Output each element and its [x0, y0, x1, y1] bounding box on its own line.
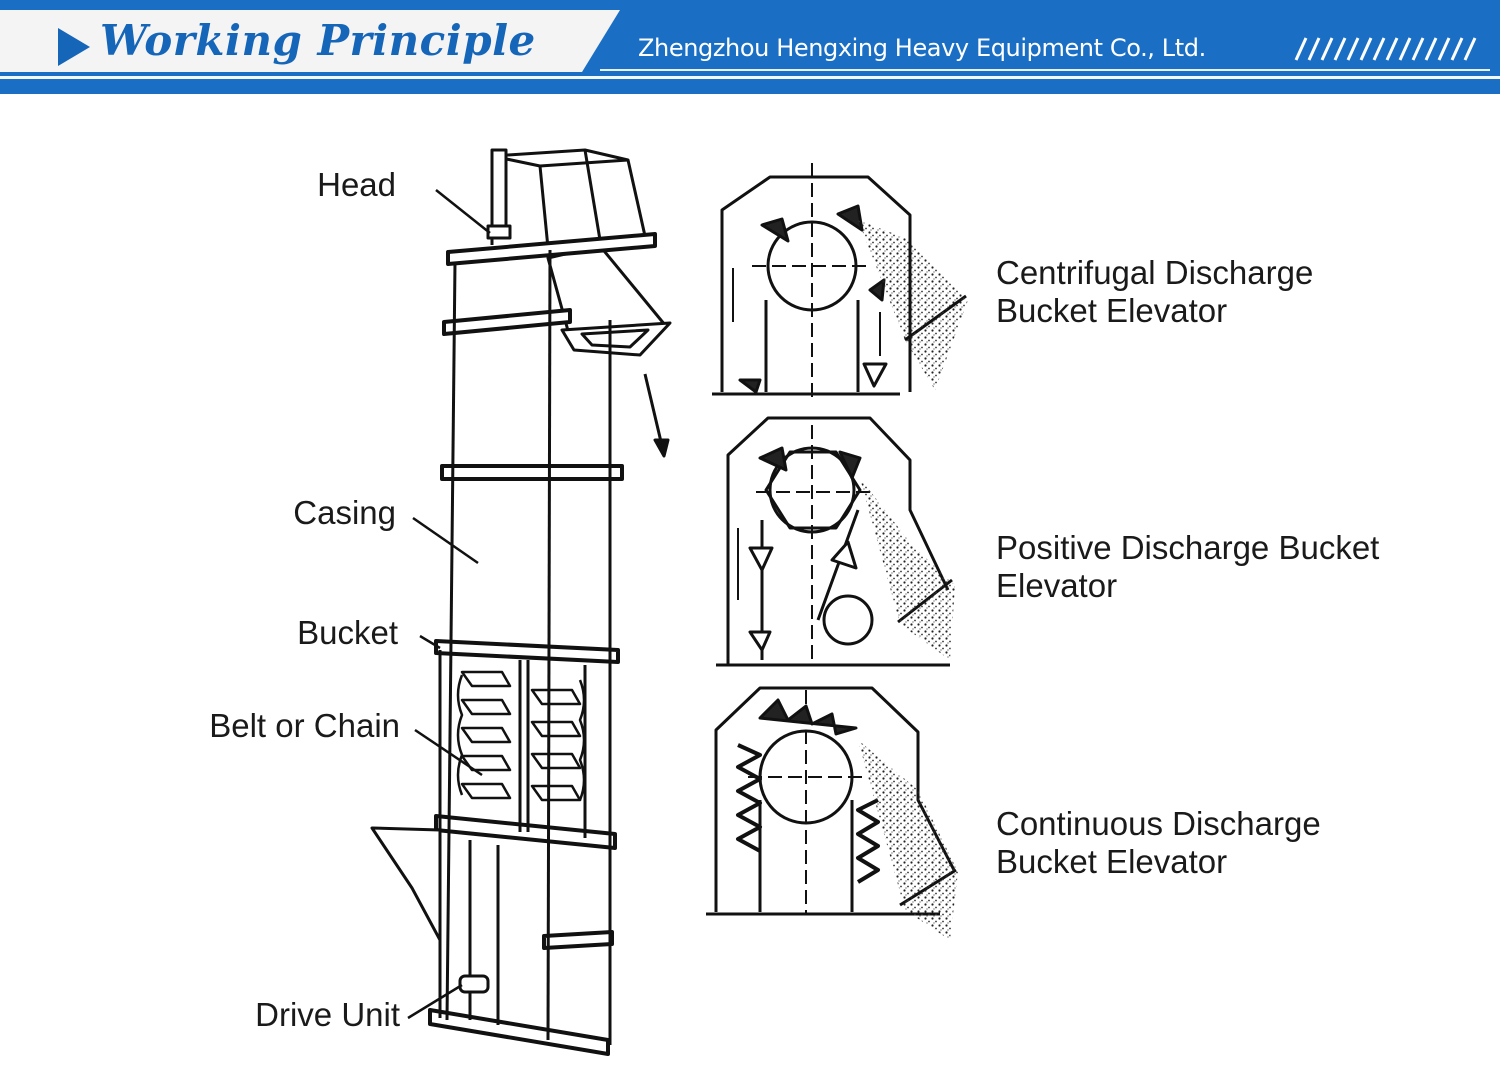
type-positive-discharge: Positive Discharge Bucket Elevator [996, 529, 1379, 605]
continuous-discharge-drawing [706, 686, 958, 940]
company-name: Zhengzhou Hengxing Heavy Equipment Co., … [638, 34, 1206, 62]
elevator-head [486, 148, 672, 357]
type-centrifugal-discharge: Centrifugal Discharge Bucket Elevator [996, 254, 1313, 330]
label-head: Head [317, 166, 396, 203]
play-arrow-icon [58, 28, 90, 66]
page-title: Working Principle [100, 16, 536, 65]
slash-decoration-icon [1294, 37, 1477, 61]
type-continuous-discharge: Continuous Discharge Bucket Elevator [996, 805, 1321, 881]
label-belt-or-chain: Belt or Chain [209, 707, 400, 744]
label-casing: Casing [293, 494, 396, 531]
centrifugal-discharge-drawing [712, 163, 968, 398]
bucket-elevator-diagram [370, 148, 968, 1056]
type-title-line1: Positive Discharge Bucket [996, 529, 1380, 566]
header-background [0, 0, 1500, 94]
type-title-line2: Bucket Elevator [996, 843, 1228, 880]
elevator-flanges [428, 232, 657, 1056]
type-title-line1: Centrifugal Discharge [996, 254, 1314, 291]
elevator-buckets [456, 670, 586, 802]
label-bucket: Bucket [297, 614, 398, 651]
type-title-line2: Bucket Elevator [996, 292, 1228, 329]
type-title-line1: Continuous Discharge [996, 805, 1321, 842]
positive-discharge-drawing [716, 416, 955, 667]
header-banner: Working Principle Zhengzhou Hengxing Hea… [0, 0, 1500, 94]
elevator-boot-and-drive [370, 826, 500, 1025]
leader-lines [407, 189, 491, 1020]
type-title-line2: Elevator [996, 567, 1118, 604]
label-drive-unit: Drive Unit [255, 996, 400, 1033]
